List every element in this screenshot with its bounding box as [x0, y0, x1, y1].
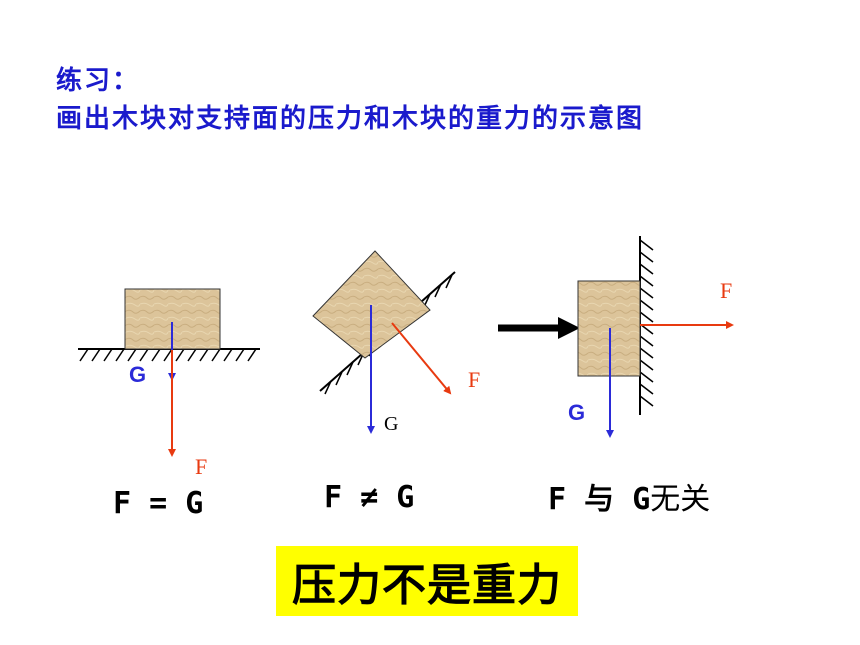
incline-diagram: F G — [312, 250, 480, 435]
flat-relation: F = G — [113, 486, 204, 521]
wall-relation-suffix: 无关 — [650, 482, 711, 517]
conclusion-banner: 压力不是重力 — [276, 546, 578, 616]
force-label: F — [195, 454, 207, 479]
wall-relation-g: G — [632, 482, 651, 517]
wall-relation: F 与 G无关 — [548, 474, 710, 518]
flat-surface-diagram: G F — [78, 288, 260, 479]
exercise-instruction: 画出木块对支持面的压力和木块的重力的示意图 — [56, 104, 645, 134]
force-label: F — [468, 367, 480, 392]
pressure-force-arrow — [391, 322, 452, 395]
force-label: F — [720, 278, 732, 303]
wall-relation-prefix: F 与 — [548, 482, 633, 517]
wood-block — [312, 250, 431, 359]
push-arrow-head — [558, 317, 580, 339]
ground-hatching — [79, 348, 257, 362]
wall-diagram: F G — [498, 236, 734, 438]
wall-hatching — [639, 239, 654, 407]
exercise-label: 练习： — [56, 66, 141, 96]
gravity-label: G — [129, 362, 146, 387]
gravity-label: G — [568, 400, 585, 425]
gravity-label: G — [384, 413, 398, 435]
incline-relation: F ≠ G — [324, 480, 415, 515]
